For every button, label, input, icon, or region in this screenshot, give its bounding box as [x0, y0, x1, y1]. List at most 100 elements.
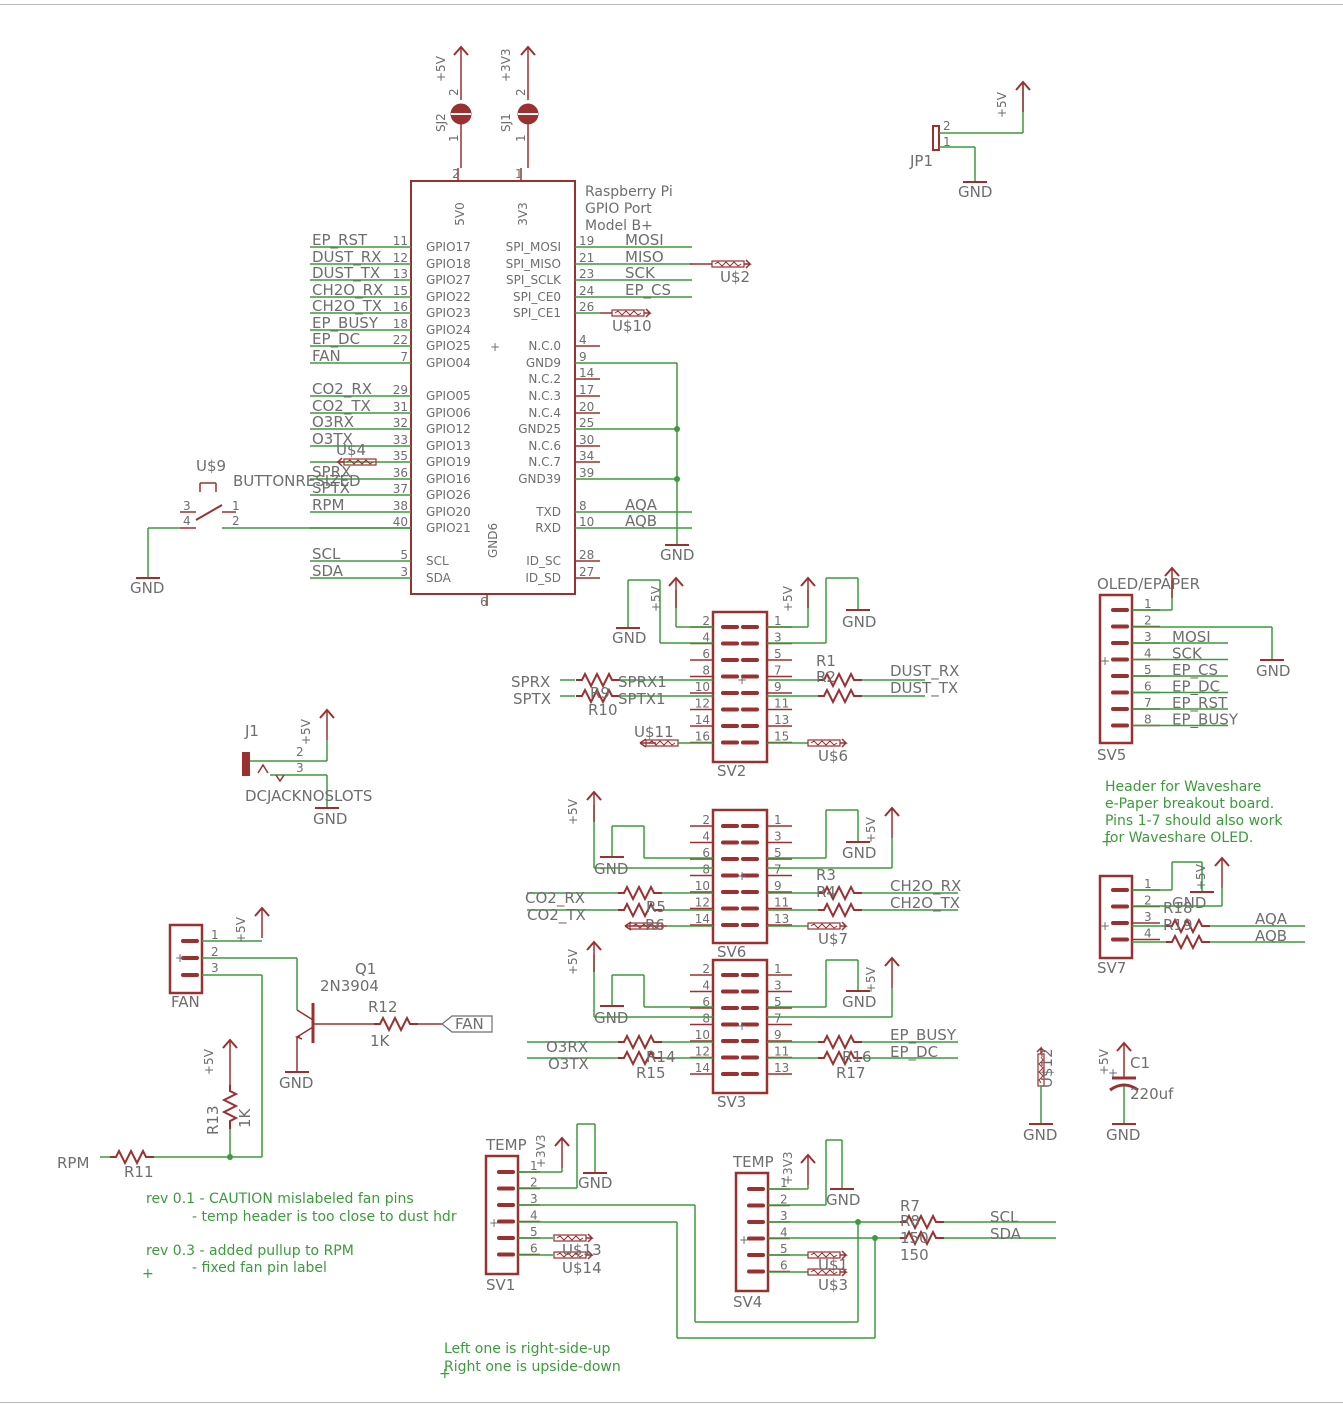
c1-gnd: GND [1106, 1126, 1140, 1144]
sv6-pins-pin-num: 8 [702, 863, 710, 877]
sv2-pins-pin-mark [721, 740, 739, 745]
rpi-name-1: Raspberry Pi [585, 184, 673, 200]
button-gnd: GND [130, 579, 164, 597]
sv6-pins-pin-mark [741, 840, 759, 845]
sv3-pins-pin-num: 14 [695, 1061, 710, 1075]
sv5-pins-pin-num: 7 [1144, 696, 1152, 710]
sv3-pins-pin-mark [721, 973, 739, 977]
c1-label: C1 [1130, 1054, 1150, 1072]
button-pin-1: 1 [232, 499, 240, 513]
sv7-pins-pin-mark [1111, 904, 1129, 909]
orientation-note: Left one is right-side-up Right one is u… [439, 1341, 621, 1382]
sv3-pins-pin-mark [721, 1055, 739, 1060]
sv3-pins-pin-mark [741, 1072, 759, 1076]
sv6-pins-pin-mark [741, 857, 759, 861]
rpi-left-net: O3RX [312, 413, 354, 431]
sv1-supply: +3V3 [534, 1134, 548, 1168]
sv2-pins-pin-mark [741, 740, 759, 745]
sv5-pins-pin-mark [1111, 674, 1129, 678]
sv7-supply: +5V [1194, 863, 1208, 890]
rpi-top-num-1: 1 [515, 167, 523, 181]
net-sprx1: SPRX1 [618, 673, 667, 691]
u1-label: U$1 [818, 1256, 848, 1274]
rpi-name-3: Model B+ [585, 218, 653, 234]
rpi-left-net: DUST_RX [312, 248, 381, 267]
net-co2-rx-sv6: CO2_RX [525, 889, 585, 908]
sv2-gnd-left: GND [612, 629, 646, 647]
sv2-label: SV2 [717, 762, 746, 780]
rpi-left-pin-num: 36 [393, 466, 408, 480]
u6-label: U$6 [818, 747, 848, 765]
sv6-pins-pin-mark [721, 824, 739, 828]
r7-value: 150 [900, 1229, 929, 1247]
r11-label: R11 [124, 1163, 154, 1181]
rpi-left-pin-num: 3 [400, 565, 408, 579]
rpi-left-pins: GPIO1711EP_RSTGPIO1812DUST_RXGPIO2713DUS… [310, 231, 471, 585]
top-border [0, 4, 1343, 5]
rpi-left-pin-name: GPIO04 [426, 356, 471, 370]
rpi-left-pin-num: 16 [393, 300, 408, 314]
sv7-pins-pin-mark [1111, 921, 1129, 925]
sv6-pins-pin-num: 9 [774, 879, 782, 893]
rpi-top-pin-5v0: 5V0 [453, 202, 467, 225]
sv3-gnd-left: GND [594, 1009, 628, 1027]
rpi-left-pin-num: 40 [393, 515, 408, 529]
rpi-right-pin-name: N.C.0 [528, 339, 561, 353]
sv7-pins-pin-mark [1111, 888, 1129, 892]
rpi-right-pin-name: N.C.2 [528, 372, 561, 386]
sv3-pins-pin-mark [721, 1072, 739, 1076]
rpi-right-pin-name: N.C.6 [528, 439, 561, 453]
sv6-cross: + [737, 869, 747, 883]
rpi-right-pin-num: 4 [579, 333, 587, 347]
sv3-pins-pin-num: 8 [702, 1012, 710, 1026]
rpi-right-pin-num: 10 [579, 515, 594, 529]
u3-label: U$3 [818, 1276, 848, 1294]
rpi-left-pin-name: GPIO22 [426, 290, 471, 304]
rpi-left-pin-name: GPIO16 [426, 472, 471, 486]
waveshare-note-cross: + [1101, 834, 1113, 850]
rpi-right-pin-num: 14 [579, 366, 594, 380]
sv3-pins-pin-num: 11 [774, 1045, 789, 1059]
sv2-pins-pin-num: 13 [774, 713, 789, 727]
sv3-pins-pin-mark [741, 1039, 759, 1043]
sv5-pins-net: EP_RST [1172, 694, 1228, 713]
rpi-right-pin-num: 17 [579, 383, 594, 397]
sj1-jumper: +3V3 SJ1 2 1 [499, 46, 539, 168]
u12-gnd: GND [1023, 1126, 1057, 1144]
sj2-jumper: +5V SJ2 2 1 [434, 46, 472, 168]
sv5-pins-pin-mark [1111, 690, 1129, 695]
rpi-right-pin-num: 34 [579, 449, 594, 463]
sv4-pins-pin-mark [747, 1203, 765, 1208]
rpi-right-pin-num: 21 [579, 251, 594, 265]
sv5-pins-pin-mark [1111, 707, 1129, 711]
sv3-pins-pin-mark [721, 1039, 739, 1043]
sv4-cross: + [739, 1233, 749, 1247]
rpi-left-net: SDA [312, 562, 344, 580]
sv5-pins-net: EP_DC [1172, 678, 1220, 697]
rpi-left-net: EP_BUSY [312, 314, 379, 333]
sj2-pin-1: 1 [447, 134, 461, 142]
sv2-cross: + [737, 673, 747, 687]
r8-label: R8 [900, 1212, 920, 1230]
c1-polarity: + [1108, 1066, 1118, 1080]
sv3-cross: + [737, 1019, 747, 1033]
j1-part: DCJACKNOSLOTS [245, 787, 372, 805]
sv5-pins-pin-mark [1111, 723, 1129, 728]
rpm-pullup: +5V R13 1K RPM R11 [57, 1039, 262, 1181]
sv2-pins-pin-num: 5 [774, 647, 782, 661]
sv6-pins-pin-num: 6 [702, 846, 710, 860]
rpi-gnd6-name: GND6 [486, 523, 500, 558]
sv2-pins-pin-num: 9 [774, 680, 782, 694]
sj2-pin-2: 2 [447, 88, 461, 96]
jp1-jumper: 2 1 JP1 +5V GND [909, 81, 1031, 201]
r10-label: R10 [588, 701, 618, 719]
sv6-supply-left: +5V [566, 798, 580, 825]
sv6-label: SV6 [717, 943, 746, 961]
sv2-pins-pin-num: 4 [702, 631, 710, 645]
net-ep-dc-sv3: EP_DC [890, 1043, 938, 1062]
net-sptx1: SPTX1 [618, 690, 666, 708]
sv5-pins-pin-mark [1111, 657, 1129, 662]
